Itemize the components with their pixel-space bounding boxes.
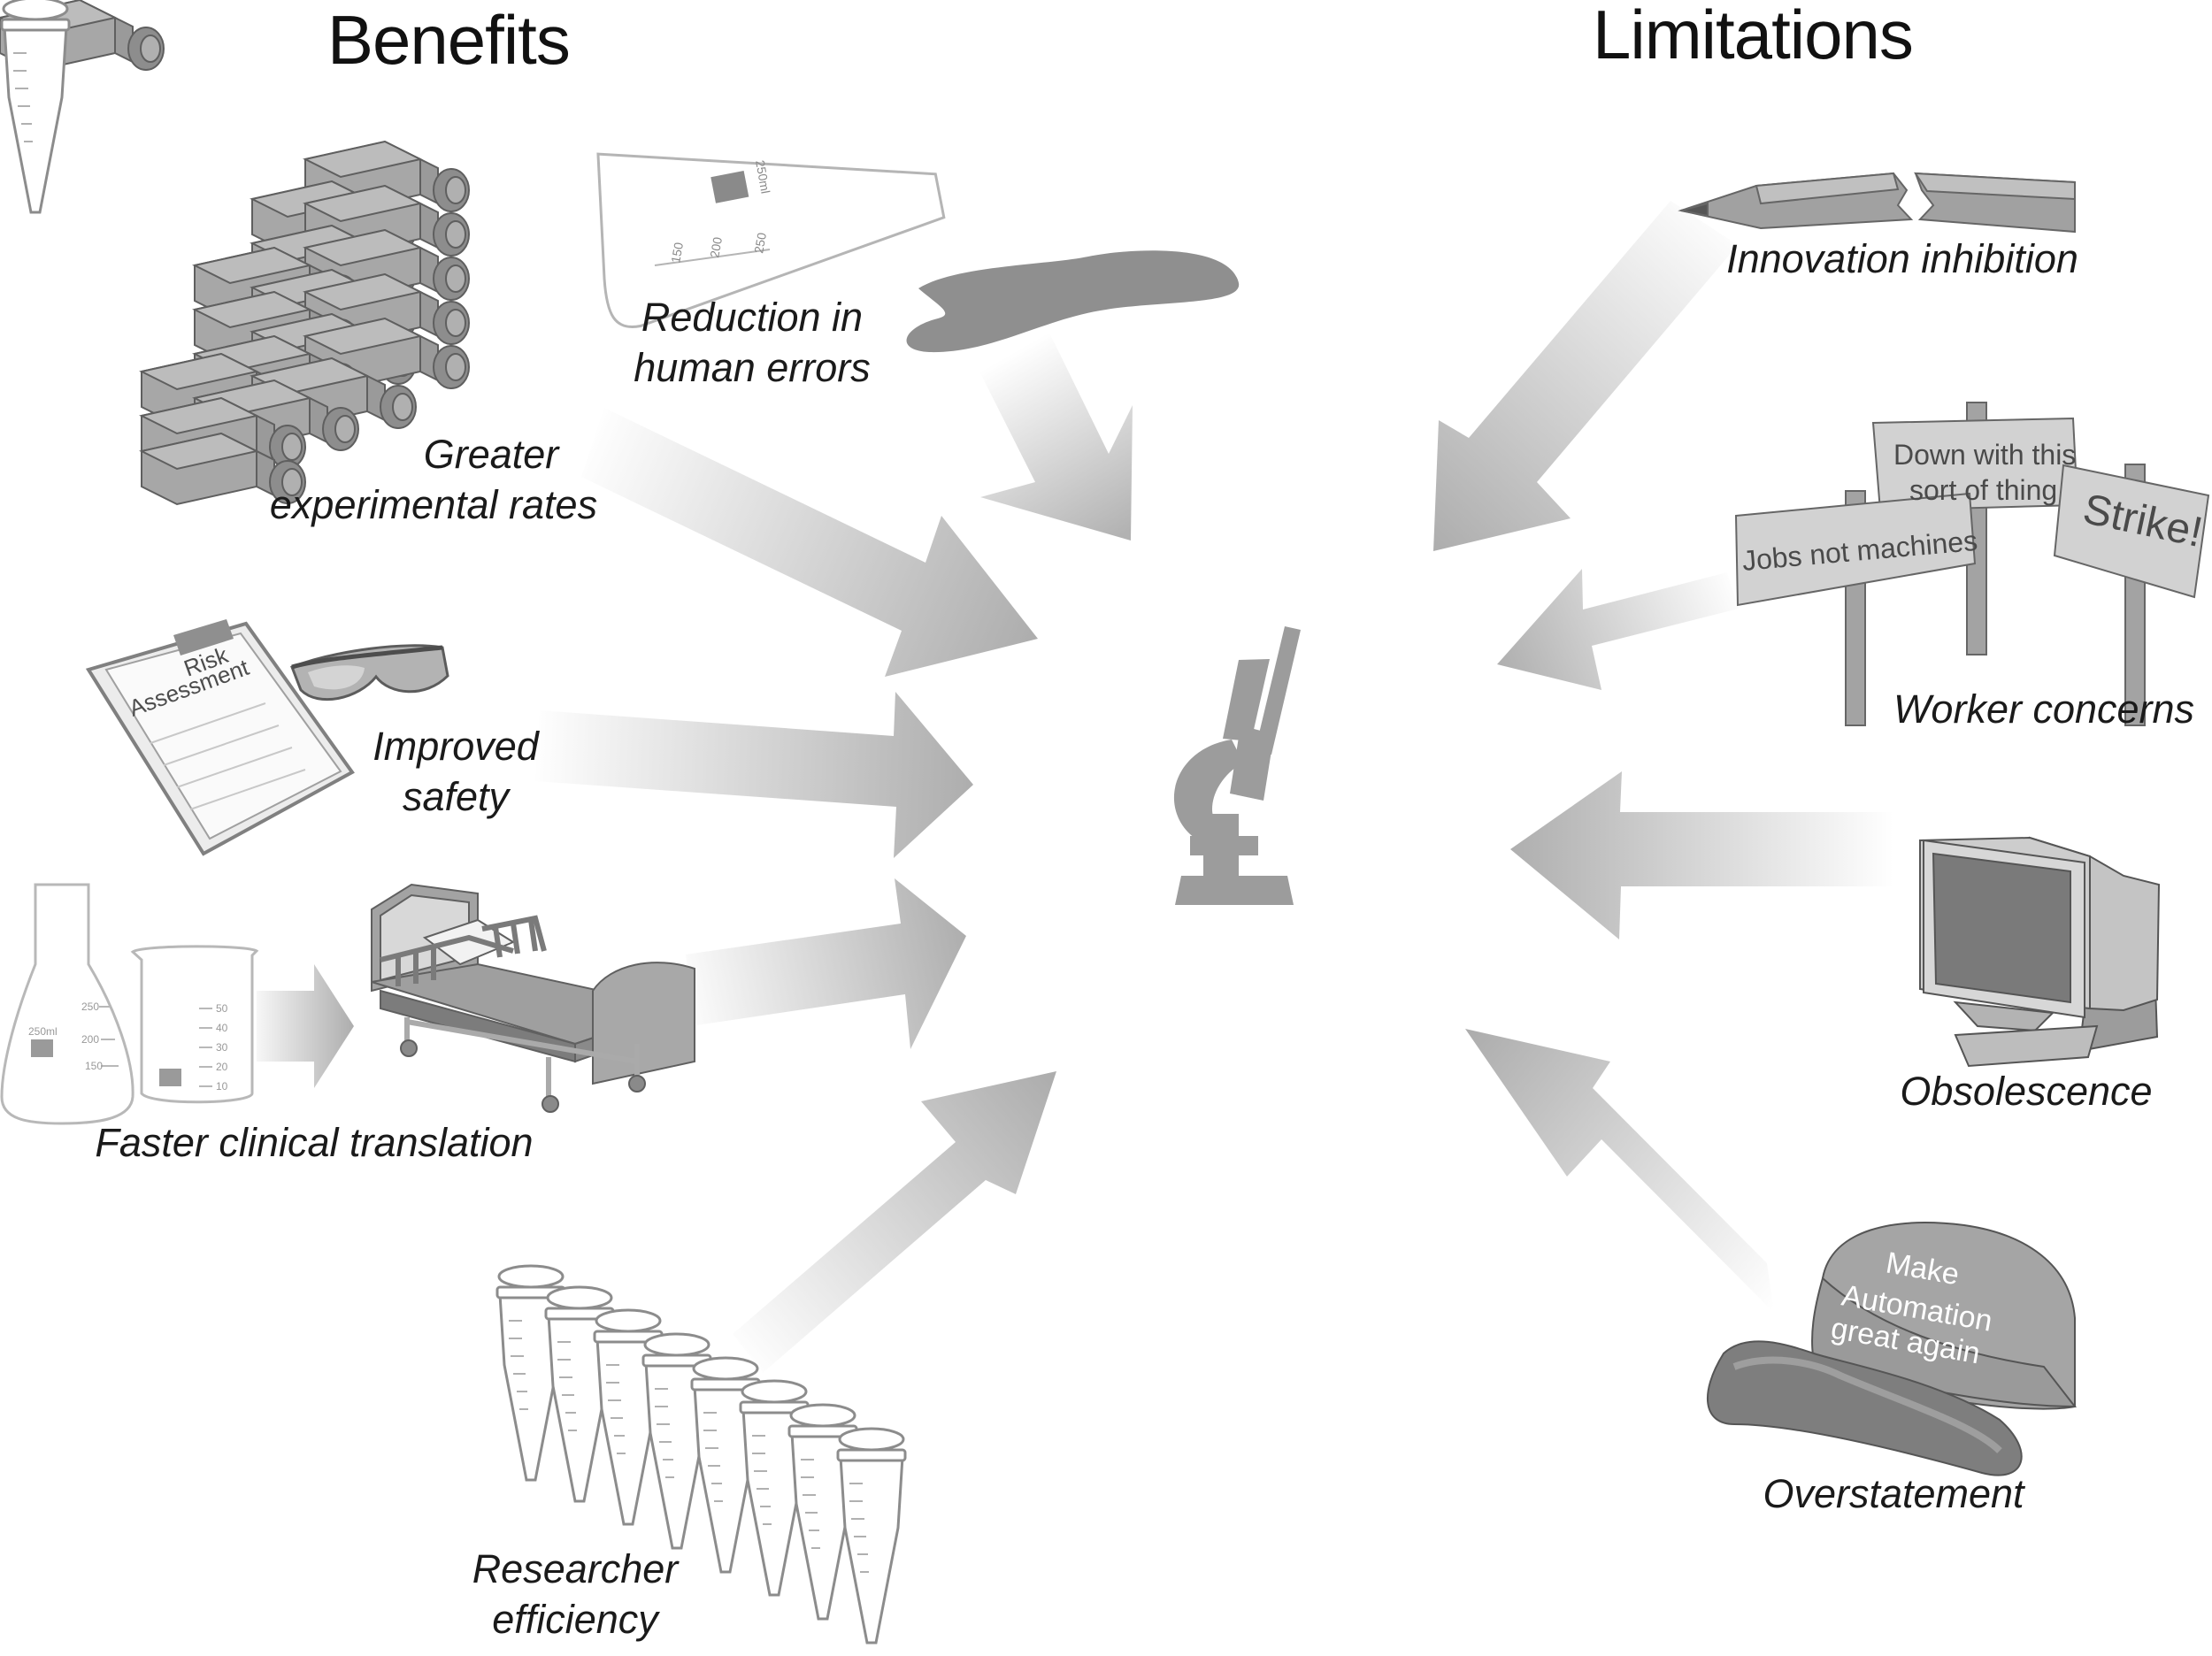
beaker-tick: 40	[216, 1022, 228, 1034]
arrow-overstatement	[1465, 1029, 1774, 1313]
limitations-heading: Limitations	[1593, 0, 1914, 73]
label-researcher-efficiency: Researcher efficiency	[451, 1544, 699, 1644]
erlenmeyer-icon: 250ml 250 200 150	[0, 883, 134, 1125]
label-line: Improved	[373, 724, 539, 769]
flask-volume-label: 250ml	[753, 159, 772, 195]
erlenmeyer-tick: 250	[81, 1000, 99, 1013]
label-overstatement: Overstatement	[1763, 1471, 2024, 1516]
broken-pencil-icon	[1678, 172, 2076, 234]
arrow-innovation	[1433, 201, 1738, 551]
label-line: safety	[402, 774, 510, 819]
label-reduction-human-errors: Reduction in human errors	[602, 292, 902, 393]
arrow-worker	[1497, 569, 1739, 690]
arrows	[257, 201, 1895, 1373]
arrow-clinical	[686, 878, 966, 1049]
cap-icon: Make Automation great again	[1706, 1222, 2078, 1476]
label-line: experimental rates	[269, 482, 598, 527]
label-worker-concerns: Worker concerns	[1893, 686, 2195, 732]
beaker-tick: 10	[216, 1080, 228, 1092]
goggles-icon	[290, 644, 449, 702]
flask-tick-label: 250	[751, 232, 769, 255]
protest-signs-icon: Down with this sort of thing Jobs not ma…	[1734, 402, 2210, 726]
spill-flask-icon: 150 200 250 250ml	[596, 152, 1240, 353]
monitor-icon	[1919, 836, 2161, 1068]
beaker-tick: 30	[216, 1041, 228, 1054]
beaker-tick: 20	[216, 1061, 228, 1073]
sign-text: sort of thing	[1909, 474, 2057, 506]
label-line: human errors	[634, 345, 871, 390]
beaker-icon: 50 40 30 20 10	[130, 945, 259, 1104]
erlenmeyer-tick: 150	[85, 1060, 103, 1072]
arrow-small-clinical	[257, 964, 354, 1088]
arrow-efficiency	[733, 1071, 1056, 1373]
erlenmeyer-volume-label: 250ml	[28, 1025, 58, 1038]
arrow-obsolescence	[1510, 771, 1895, 939]
label-innovation-inhibition: Innovation inhibition	[1726, 236, 2078, 281]
label-obsolescence: Obsolescence	[1900, 1069, 2153, 1114]
erlenmeyer-tick: 200	[81, 1033, 99, 1046]
label-improved-safety: Improved safety	[336, 721, 575, 822]
label-faster-clinical-translation: Faster clinical translation	[95, 1120, 534, 1165]
arrow-human-errors	[975, 333, 1133, 540]
label-line: efficiency	[492, 1597, 658, 1642]
arrow-greater-rates	[581, 408, 1038, 677]
clipboard-icon: Risk Assessment	[85, 619, 355, 856]
label-line: Researcher	[472, 1546, 679, 1591]
flask-tick-label: 150	[668, 242, 686, 264]
arrow-safety	[535, 692, 973, 858]
label-line: Greater	[423, 432, 559, 477]
hospital-bed-icon	[371, 883, 695, 1113]
tubes-icon	[0, 0, 907, 1644]
flask-tick-label: 200	[707, 236, 725, 259]
beaker-tick: 50	[216, 1002, 228, 1015]
label-line: Reduction in	[641, 295, 864, 340]
microscope-icon	[1173, 626, 1301, 905]
label-greater-experimental-rates: Greater experimental rates	[248, 429, 619, 530]
benefits-heading: Benefits	[327, 1, 571, 79]
sign-text: Down with this	[1893, 439, 2076, 471]
